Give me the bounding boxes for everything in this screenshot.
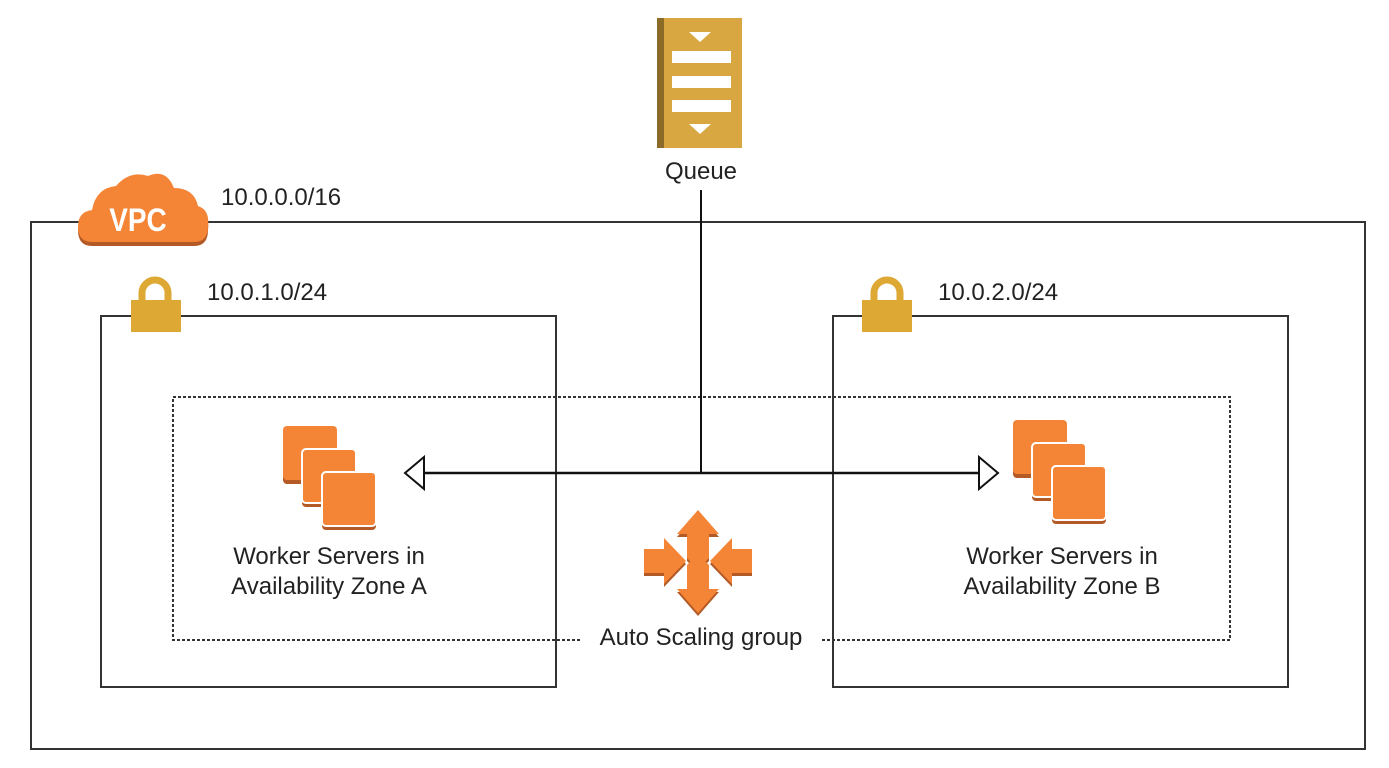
sqs-queue-icon[interactable] [657, 18, 742, 148]
queue-label: Queue [664, 158, 738, 185]
lock-icon-subnet-a [131, 276, 181, 332]
arrow-left-icon [403, 454, 425, 492]
vpc-boundary[interactable] [30, 221, 1366, 750]
subnet-b-cidr-label: 10.0.2.0/24 [938, 279, 1059, 306]
vpc-cloud-icon[interactable] [78, 173, 209, 246]
subnet-a-cidr-label: 10.0.1.0/24 [207, 279, 328, 306]
worker-b-label: Worker Servers in Availability Zone B [928, 542, 1196, 602]
subnet-a-boundary[interactable] [100, 315, 557, 688]
subnet-b-boundary[interactable] [832, 315, 1289, 688]
worker-a-label: Worker Servers in Availability Zone A [195, 542, 463, 602]
worker-a-line2: Availability Zone A [231, 573, 427, 600]
vpc-cidr-label: 10.0.0.0/16 [221, 184, 342, 211]
worker-b-line1: Worker Servers in [966, 543, 1158, 570]
vpc-badge-text: VPC [109, 203, 167, 238]
ec2-instances-icon-a[interactable] [283, 426, 377, 530]
arrow-right-icon [978, 454, 1000, 492]
auto-scaling-group-label: Auto Scaling group [599, 624, 803, 651]
ec2-instances-icon-b[interactable] [1013, 420, 1107, 524]
worker-a-line1: Worker Servers in [233, 543, 425, 570]
lock-icon-subnet-b [862, 276, 912, 332]
worker-b-line2: Availability Zone B [963, 573, 1161, 600]
